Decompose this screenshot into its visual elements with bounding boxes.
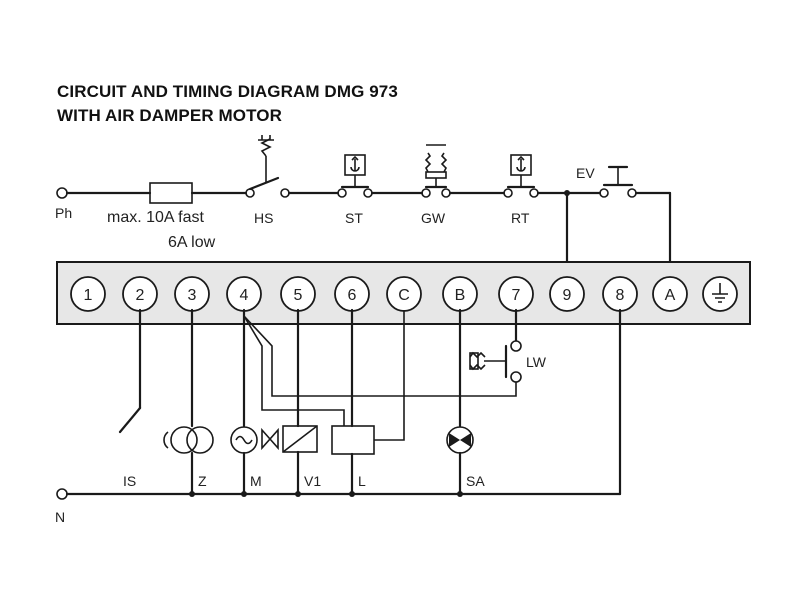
fuse-rating-label: max. 10A fast [107, 209, 204, 226]
terminal-label: 6 [348, 287, 357, 304]
terminal-A: A [652, 276, 688, 312]
terminal-label: 1 [84, 287, 93, 304]
alarm-lamp-symbol [446, 426, 474, 454]
lw-contact [469, 340, 522, 383]
terminal-label: A [665, 287, 676, 304]
terminal-8: 8 [602, 276, 638, 312]
st-contact [337, 154, 373, 198]
hs-switch [245, 135, 290, 198]
rt-contact [503, 154, 539, 198]
diagram-title: CIRCUIT AND TIMING DIAGRAM DMG 973 WITH … [57, 80, 398, 128]
title-line-2: WITH AIR DAMPER MOTOR [57, 106, 282, 125]
terminal-5: 5 [280, 276, 316, 312]
terminal-label: 9 [563, 287, 572, 304]
terminal-circle [70, 276, 106, 312]
terminal-label: 3 [188, 287, 197, 304]
terminal-label: B [455, 287, 466, 304]
v1-label: V1 [304, 473, 321, 489]
gw-label: GW [421, 210, 446, 226]
ev-contact [599, 165, 637, 198]
terminal-1: 1 [70, 276, 106, 312]
m-label: M [250, 473, 262, 489]
phase-line [56, 135, 672, 282]
terminal-label: 5 [294, 287, 303, 304]
terminal-label: 2 [136, 287, 145, 304]
title-line-1: CIRCUIT AND TIMING DIAGRAM DMG 973 [57, 82, 398, 101]
rt-label: RT [511, 210, 530, 226]
terminal-earth [702, 276, 738, 312]
z-label: Z [198, 473, 207, 489]
st-label: ST [345, 210, 363, 226]
ignition-transformer-symbol [163, 426, 214, 454]
relay-coil [331, 425, 375, 455]
terminal-B: B [442, 276, 478, 312]
terminal-2: 2 [122, 276, 158, 312]
lower-wiring [56, 308, 622, 500]
terminal-label: 8 [616, 287, 625, 304]
terminal-circle [549, 276, 585, 312]
terminal-C: C [386, 276, 422, 312]
gw-contact [421, 144, 451, 198]
neutral-label: N [55, 509, 65, 525]
fuse-symbol [149, 182, 193, 204]
terminal-6: 6 [334, 276, 370, 312]
terminal-label: 4 [240, 287, 249, 304]
hs-label: HS [254, 210, 273, 226]
fuse-rating-low-label: 6A low [168, 234, 216, 251]
terminal-group: 1 2 3 4 5 6 C B 7 9 8 A [70, 276, 738, 312]
phase-label: Ph [55, 205, 72, 221]
terminal-7: 7 [498, 276, 534, 312]
lw-label: LW [526, 354, 547, 370]
ev-label: EV [576, 165, 595, 181]
terminal-circle [652, 276, 688, 312]
terminal-label: 7 [512, 287, 521, 304]
is-label: IS [123, 473, 136, 489]
terminal-label: C [398, 287, 410, 304]
terminal-9: 9 [549, 276, 585, 312]
l-label: L [358, 473, 366, 489]
sa-label: SA [466, 473, 485, 489]
earth-icon [712, 283, 728, 303]
valve-coil [282, 425, 318, 453]
valve-symbol [261, 427, 279, 451]
terminal-3: 3 [174, 276, 210, 312]
terminal-4: 4 [226, 276, 262, 312]
